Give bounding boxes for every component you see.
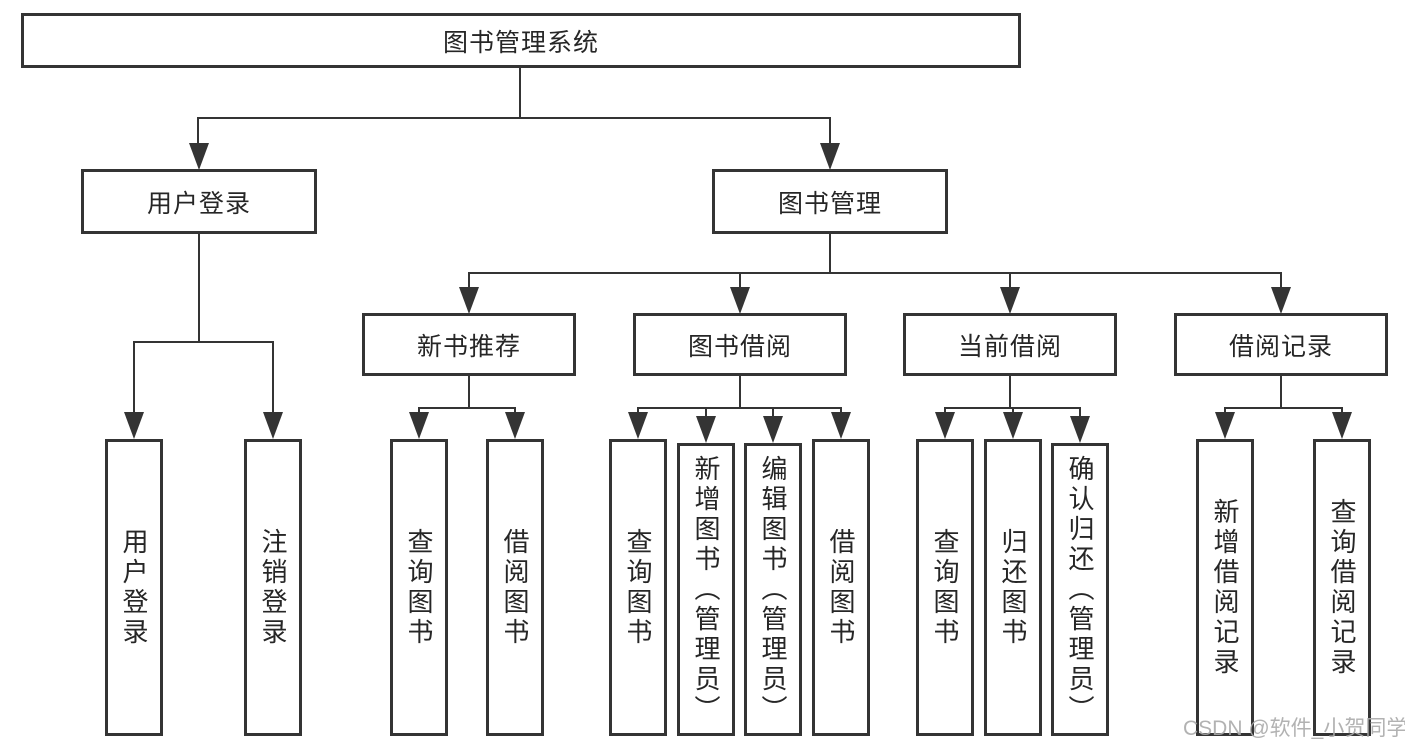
leaf-label: 编辑图书（管理员） [758,454,788,725]
down-arrowhead [1271,287,1291,314]
connector-line [1224,407,1226,415]
leaf-label: 借阅图书 [826,527,856,648]
down-arrowhead [1003,412,1023,439]
down-arrowhead [189,143,209,170]
leaf-confirm-return-admin: 确认归还（管理员） [1051,443,1109,736]
down-arrowhead [763,416,783,443]
leaf-label: 归还图书 [998,527,1028,648]
leaf-user-login: 用户登录 [105,439,163,736]
connector-line [739,376,741,407]
connector-line [198,234,200,341]
connector-line [1012,407,1014,415]
leaf-query-books-recommend: 查询图书 [390,439,448,736]
down-arrowhead [1070,416,1090,443]
down-arrowhead [831,412,851,439]
node-root-system: 图书管理系统 [21,13,1021,68]
connector-line [829,117,831,145]
node-new-book-recommend: 新书推荐 [362,313,576,376]
leaf-borrow-books-borrowing: 借阅图书 [812,439,870,736]
connector-line [637,407,639,415]
leaf-label: 新增图书（管理员） [691,454,721,725]
connector-line [1280,376,1282,407]
connector-line [772,407,774,419]
down-arrowhead [730,287,750,314]
down-arrowhead [1000,287,1020,314]
down-arrowhead [124,412,144,439]
connector-line [1224,407,1343,409]
down-arrowhead [820,143,840,170]
leaf-label: 确认归还（管理员） [1065,454,1095,725]
node-book-management: 图书管理 [712,169,948,234]
leaf-query-books-current: 查询图书 [916,439,974,736]
csdn-watermark: CSDN @软件_小贺同学 [1183,717,1405,740]
connector-line [514,407,516,415]
connector-line [468,376,470,407]
connector-line [840,407,842,415]
leaf-label: 查询借阅记录 [1327,497,1357,678]
node-book-borrowing: 图书借阅 [633,313,847,376]
leaf-logout: 注销登录 [244,439,302,736]
connector-line [829,234,831,272]
connector-line [944,407,946,415]
connector-line [197,117,199,145]
down-arrowhead [409,412,429,439]
down-arrowhead [459,287,479,314]
leaf-label: 注销登录 [258,527,288,648]
down-arrowhead [628,412,648,439]
leaf-query-books-borrowing: 查询图书 [609,439,667,736]
connector-line [468,272,470,288]
leaf-query-borrow-record: 查询借阅记录 [1313,439,1371,736]
connector-line [1341,407,1343,415]
leaf-label: 查询图书 [930,527,960,648]
connector-line [739,272,741,288]
leaf-return-book: 归还图书 [984,439,1042,736]
connector-line [1009,272,1011,288]
node-current-borrowing: 当前借阅 [903,313,1117,376]
leaf-label: 新增借阅记录 [1210,497,1240,678]
leaf-label: 查询图书 [404,527,434,648]
connector-line [637,407,842,409]
connector-line [519,68,521,117]
down-arrowhead [1215,412,1235,439]
connector-line [1009,376,1011,407]
leaf-borrow-books-recommend: 借阅图书 [486,439,544,736]
leaf-add-book-admin: 新增图书（管理员） [677,443,735,736]
leaf-label: 查询图书 [623,527,653,648]
connector-line [197,117,831,119]
connector-line [133,341,274,343]
down-arrowhead [263,412,283,439]
node-borrowing-records: 借阅记录 [1174,313,1388,376]
leaf-add-borrow-record: 新增借阅记录 [1196,439,1254,736]
leaf-edit-book-admin: 编辑图书（管理员） [744,443,802,736]
down-arrowhead [696,416,716,443]
connector-line [1280,272,1282,288]
connector-line [272,341,274,413]
connector-line [133,341,135,413]
leaf-label: 借阅图书 [500,527,530,648]
connector-line [418,407,420,415]
connector-line [418,407,516,409]
connector-line [468,272,1281,274]
leaf-label: 用户登录 [119,527,149,648]
connector-line [1079,407,1081,419]
connector-line [705,407,707,419]
node-user-login: 用户登录 [81,169,317,234]
down-arrowhead [935,412,955,439]
down-arrowhead [1332,412,1352,439]
down-arrowhead [505,412,525,439]
